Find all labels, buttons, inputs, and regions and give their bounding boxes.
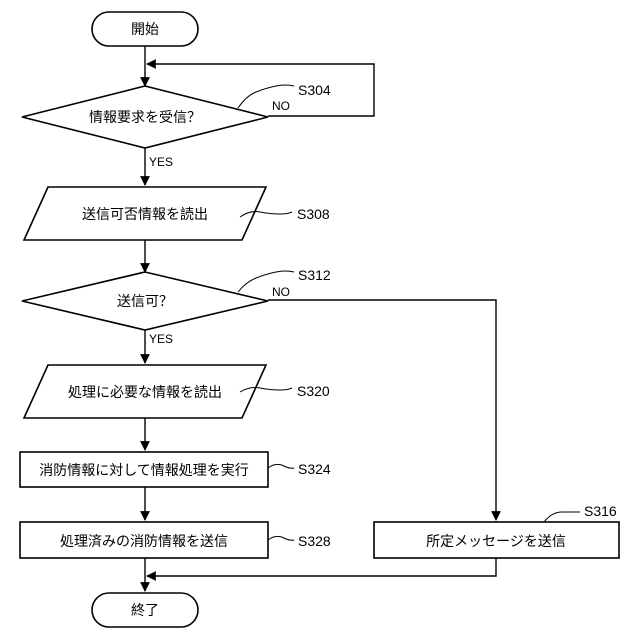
io-read-permission-label: 送信可否情報を読出 [82, 206, 208, 223]
step-s316: S316 [584, 503, 617, 519]
end-label: 終了 [131, 603, 159, 619]
connector-sendok-no [268, 300, 496, 520]
leader-s316 [544, 512, 580, 522]
connector-message-to-merge [147, 558, 496, 576]
io-read-needed-label: 処理に必要な情報を読出 [68, 384, 222, 401]
leader-s324 [268, 464, 294, 468]
step-s328: S328 [298, 533, 331, 549]
process-information-label: 消防情報に対して情報処理を実行 [39, 463, 249, 479]
start-label: 開始 [131, 22, 159, 38]
leader-s328 [268, 536, 294, 540]
step-s304: S304 [298, 82, 331, 98]
step-s308: S308 [297, 206, 330, 222]
decision-send-ok-label: 送信可？ [117, 294, 173, 310]
branch-yes-receive: YES [149, 155, 173, 169]
branch-no-sendok: NO [272, 285, 290, 299]
branch-no-receive: NO [272, 99, 290, 113]
decision-receive-label: 情報要求を受信？ [89, 110, 201, 126]
step-s312: S312 [298, 267, 331, 283]
process-send-message-label: 所定メッセージを送信 [426, 534, 566, 550]
step-s324: S324 [298, 461, 331, 477]
process-send-processed-label: 処理済みの消防情報を送信 [60, 534, 228, 550]
step-s320: S320 [297, 383, 330, 399]
branch-yes-sendok: YES [149, 332, 173, 346]
